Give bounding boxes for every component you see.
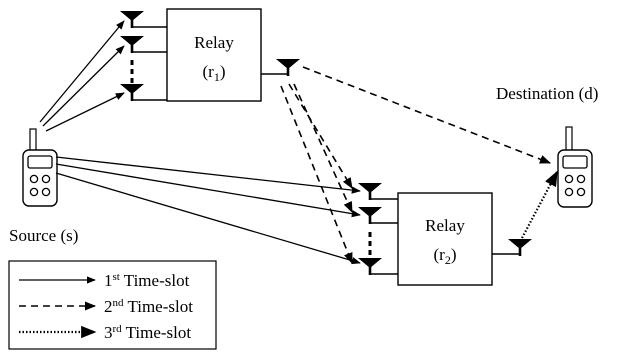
link-s-r1-a1 xyxy=(39,20,125,123)
relay-r2: Relay (r2) xyxy=(358,183,532,286)
link-r2-d xyxy=(521,170,558,239)
link-s-r1-a2 xyxy=(42,45,125,127)
relay-r2-rx-antenna-3 xyxy=(358,258,398,275)
destination-device-icon xyxy=(557,126,593,208)
source-label: Source (s) xyxy=(9,226,78,245)
relay-r2-rx-antenna-1 xyxy=(358,183,398,200)
link-s-r2-a3 xyxy=(55,172,361,265)
relay-r2-box xyxy=(397,192,493,286)
relay-r1-box xyxy=(166,8,262,102)
timeslot-1-links xyxy=(39,20,361,265)
legend-item-1-label: 1st Time-slot xyxy=(104,271,190,290)
legend-box xyxy=(8,260,217,350)
source-device-icon xyxy=(22,128,58,207)
relay-r2-id: (r2) xyxy=(434,245,457,267)
relay-r2-rx-antenna-2 xyxy=(358,207,398,224)
link-s-r2-a1 xyxy=(55,156,361,194)
destination-label: Destination (d) xyxy=(496,84,598,103)
relay-r1-id: (r1) xyxy=(203,62,226,84)
legend-item-3-label: 3rd Time-slot xyxy=(104,323,191,342)
timeslot-3-links xyxy=(521,170,558,239)
relay-r1-rx-antenna-2 xyxy=(120,36,167,53)
relay-r2-title: Relay xyxy=(425,216,465,235)
link-s-r1-a3 xyxy=(45,92,125,132)
legend-item-3: 3rd Time-slot xyxy=(19,323,191,342)
relay-r1-title: Relay xyxy=(194,33,234,52)
timeslot-2-links xyxy=(280,66,552,265)
relay-r2-tx-antenna xyxy=(492,239,532,256)
legend-item-1: 1st Time-slot xyxy=(19,271,190,290)
link-r1-r2-a3 xyxy=(280,85,353,265)
legend: 1st Time-slot 2nd Time-slot 3rd Time-slo… xyxy=(8,260,217,350)
relay-r1-tx-antenna xyxy=(261,59,300,76)
relay-r1-rx-antenna-1 xyxy=(120,11,167,28)
link-r1-d xyxy=(302,66,552,164)
relay-r1: Relay (r1) xyxy=(120,8,300,102)
link-r1-r2-a1 xyxy=(288,83,353,189)
legend-item-2-label: 2nd Time-slot xyxy=(104,297,193,316)
relay-r1-rx-antenna-3 xyxy=(120,84,167,101)
legend-item-2: 2nd Time-slot xyxy=(19,297,193,316)
link-s-r2-a2 xyxy=(55,163,361,218)
